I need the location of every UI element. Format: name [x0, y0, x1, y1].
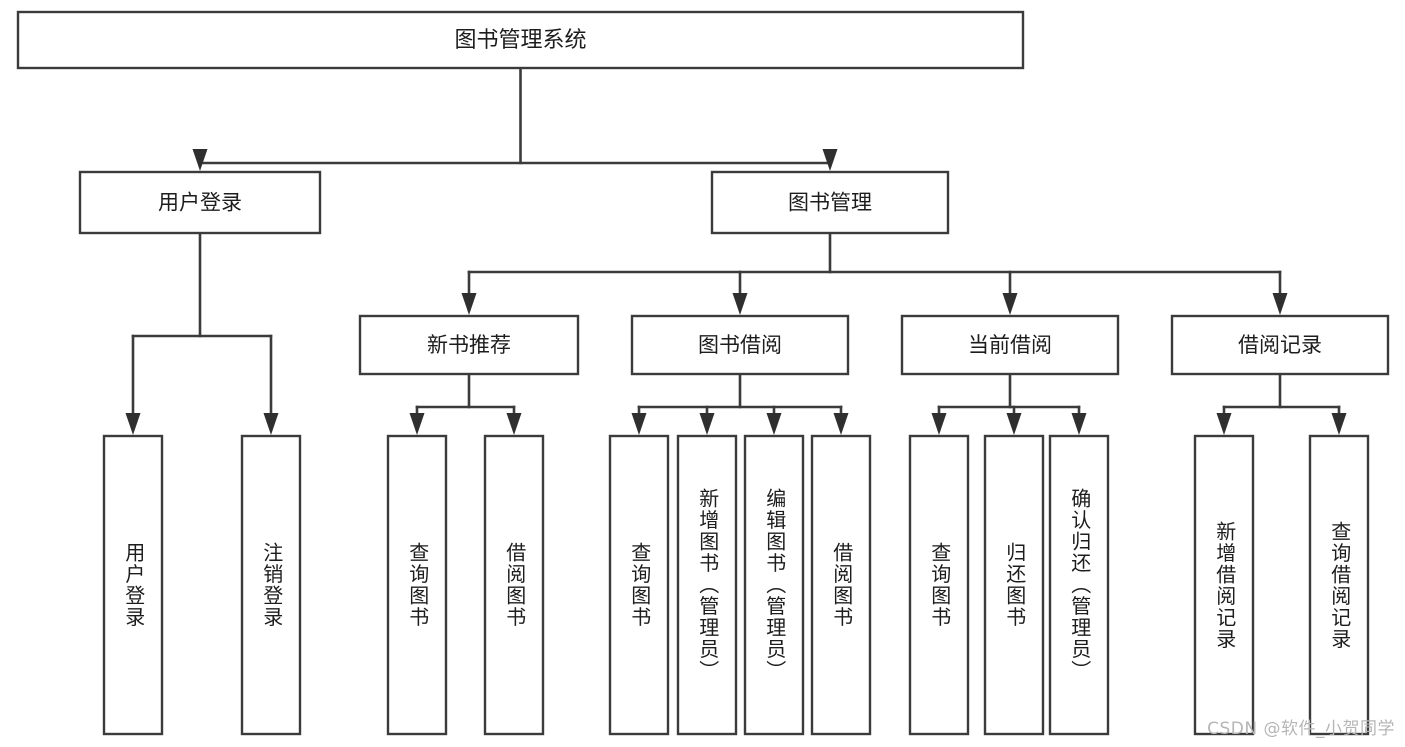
diagram-node-l9[interactable] — [908, 434, 970, 736]
arrow-head-icon — [1006, 413, 1022, 435]
arrow-head-icon — [1071, 413, 1087, 435]
diagram-node-l8[interactable] — [810, 434, 872, 736]
connector-group — [461, 231, 1288, 315]
node-box[interactable] — [1170, 314, 1390, 376]
node-box[interactable] — [1193, 434, 1255, 736]
arrow-head-icon — [822, 149, 838, 171]
node-label: 图书管理系统 — [454, 28, 586, 53]
arrow-head-icon — [409, 413, 425, 435]
arrow-head-icon — [833, 413, 849, 435]
diagram-node-n_rec[interactable]: 借阅记录 — [1170, 314, 1390, 376]
node-box[interactable] — [102, 434, 164, 736]
connector-group — [192, 66, 838, 171]
node-box[interactable] — [743, 434, 805, 736]
node-label: 图书借阅 — [698, 333, 782, 357]
node-label: 新书推荐 — [427, 333, 511, 357]
diagram-node-n_borrow[interactable]: 图书借阅 — [630, 314, 850, 376]
node-box[interactable] — [630, 314, 850, 376]
node-box[interactable] — [1308, 434, 1370, 736]
diagram-node-l11[interactable] — [1048, 434, 1110, 736]
connector-group — [125, 231, 279, 435]
arrow-head-icon — [1272, 293, 1288, 315]
watermark-text: CSDN @软件_小贺同学 — [1207, 719, 1395, 739]
diagram-node-l6[interactable] — [676, 434, 738, 736]
connector-group — [631, 372, 849, 435]
arrow-head-icon — [931, 413, 947, 435]
diagram-node-l1[interactable] — [102, 434, 164, 736]
arrow-head-icon — [699, 413, 715, 435]
node-box[interactable] — [676, 434, 738, 736]
diagram-node-n_cur[interactable]: 当前借阅 — [900, 314, 1120, 376]
diagram-node-n_login[interactable]: 用户登录 — [78, 170, 322, 235]
node-box[interactable] — [386, 434, 448, 736]
diagram-node-l5[interactable] — [608, 434, 670, 736]
arrow-head-icon — [263, 413, 279, 435]
diagram-node-l10[interactable] — [983, 434, 1045, 736]
arrow-head-icon — [192, 149, 208, 171]
node-box[interactable] — [78, 170, 322, 235]
node-label: 当前借阅 — [968, 333, 1052, 357]
diagram-node-n_bmgr[interactable]: 图书管理 — [710, 170, 950, 235]
diagram-node-l13[interactable] — [1308, 434, 1370, 736]
arrow-head-icon — [461, 293, 477, 315]
diagram-node-l12[interactable] — [1193, 434, 1255, 736]
connector-group — [1216, 372, 1347, 435]
diagram-node-l2[interactable] — [240, 434, 302, 736]
arrow-head-icon — [732, 293, 748, 315]
node-box[interactable] — [1048, 434, 1110, 736]
node-box[interactable] — [240, 434, 302, 736]
node-box[interactable] — [810, 434, 872, 736]
node-box[interactable] — [900, 314, 1120, 376]
diagram-node-root[interactable]: 图书管理系统 — [16, 10, 1025, 70]
arrow-head-icon — [506, 413, 522, 435]
arrow-head-icon — [1002, 293, 1018, 315]
connector-group — [409, 372, 522, 435]
arrow-head-icon — [766, 413, 782, 435]
node-box[interactable] — [983, 434, 1045, 736]
node-box[interactable] — [483, 434, 545, 736]
connector-layer — [125, 66, 1347, 435]
connector-group — [931, 372, 1087, 435]
diagram-node-l4[interactable] — [483, 434, 545, 736]
arrow-head-icon — [631, 413, 647, 435]
node-box[interactable] — [608, 434, 670, 736]
node-box[interactable] — [358, 314, 580, 376]
node-label: 图书管理 — [788, 191, 872, 215]
diagram-node-n_new[interactable]: 新书推荐 — [358, 314, 580, 376]
diagram-node-l3[interactable] — [386, 434, 448, 736]
node-label: 借阅记录 — [1238, 333, 1322, 357]
node-box[interactable] — [16, 10, 1025, 70]
node-box[interactable] — [710, 170, 950, 235]
node-box[interactable] — [908, 434, 970, 736]
arrow-head-icon — [1216, 413, 1232, 435]
arrow-head-icon — [1331, 413, 1347, 435]
diagram-node-l7[interactable] — [743, 434, 805, 736]
arrow-head-icon — [125, 413, 141, 435]
node-label: 用户登录 — [158, 191, 242, 215]
